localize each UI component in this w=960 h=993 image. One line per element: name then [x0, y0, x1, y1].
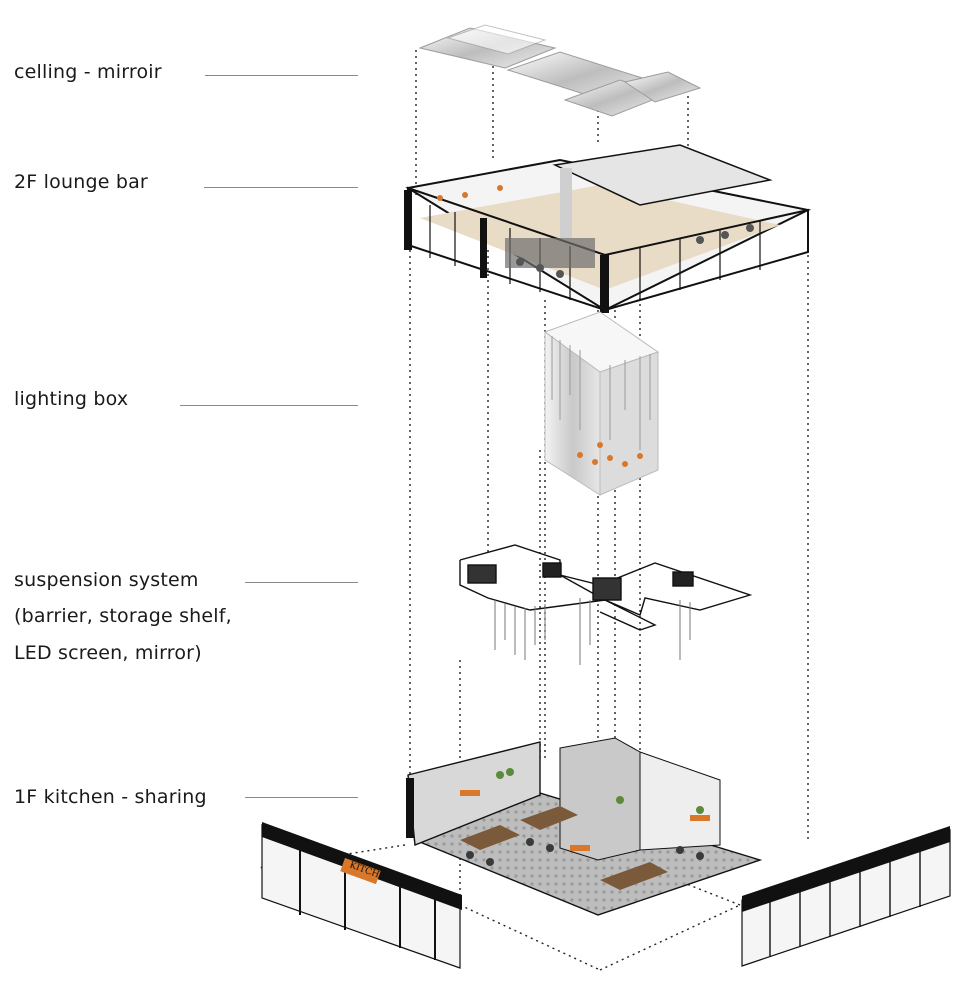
storefront-left: KITCHEN: [261, 822, 462, 969]
kitchen-floor: [406, 737, 763, 916]
leader-ceiling: [205, 75, 358, 76]
label-lounge-bar: 2F lounge bar: [14, 171, 148, 193]
lighting-box: [543, 311, 660, 496]
leader-kitchen: [245, 797, 358, 798]
label-ceiling: celling - mirroir: [14, 61, 162, 83]
label-kitchen: 1F kitchen - sharing: [14, 786, 207, 808]
leader-suspension-system: [245, 582, 358, 583]
leader-lighting-box: [180, 405, 358, 406]
label-suspension-detail-2: LED screen, mirror): [14, 642, 202, 664]
label-lighting-box: lighting box: [14, 388, 129, 410]
lounge-bar-floor: [404, 144, 812, 313]
label-suspension-system: suspension system: [14, 569, 199, 591]
label-suspension-detail-1: (barrier, storage shelf,: [14, 605, 232, 627]
suspension-system: [459, 544, 753, 665]
ceiling-mirror-panels: [418, 24, 702, 117]
leader-lounge-bar: [204, 187, 358, 188]
storefront-right: [741, 826, 951, 967]
